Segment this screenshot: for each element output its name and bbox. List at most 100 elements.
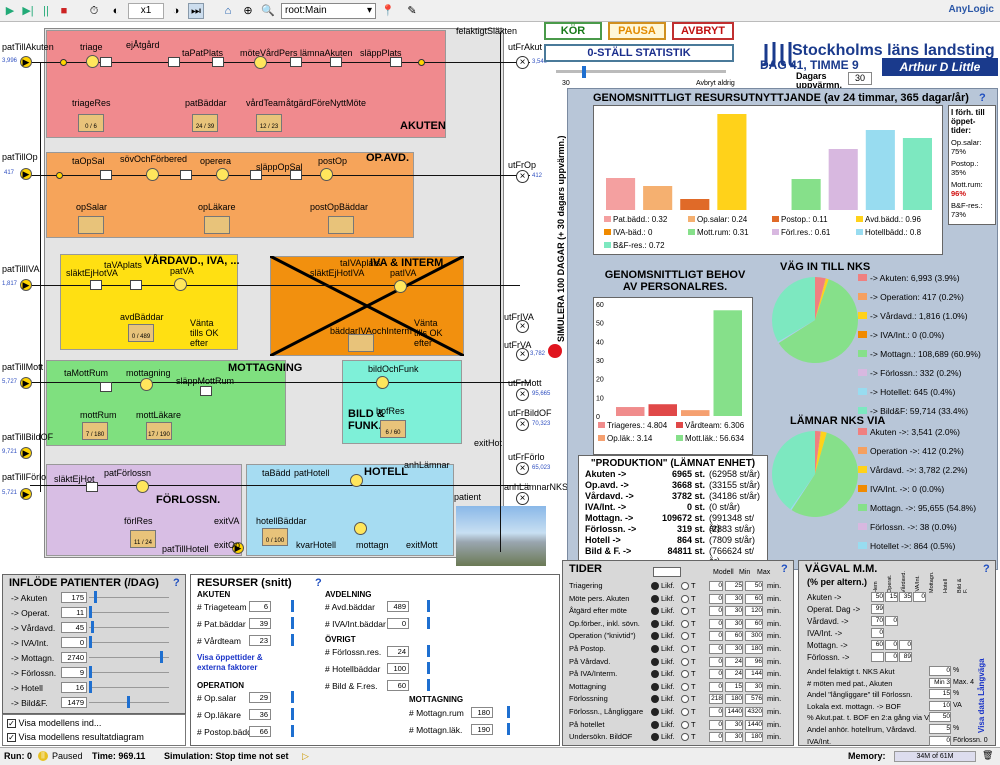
sink-va[interactable]: × <box>516 348 529 361</box>
tider-model[interactable]: 0 <box>709 669 723 680</box>
delay-clock-icon[interactable] <box>86 55 99 68</box>
radio-selected-icon[interactable] <box>651 582 659 590</box>
radio-icon[interactable] <box>681 708 689 716</box>
tider-min[interactable]: 15 <box>725 681 743 692</box>
delay-clock-icon[interactable] <box>320 168 333 181</box>
tider-model[interactable]: 0 <box>709 593 723 604</box>
tider-min[interactable]: 60 <box>725 631 743 642</box>
queue[interactable] <box>290 170 302 180</box>
inflode-slider-thumb[interactable] <box>89 666 92 678</box>
resurs-slider-thumb[interactable] <box>507 706 510 718</box>
help-icon[interactable]: ? <box>979 92 986 104</box>
queue[interactable] <box>212 57 224 67</box>
resource-pool[interactable]: 0 / 100 <box>262 528 288 546</box>
queue[interactable] <box>100 382 112 392</box>
inflode-field[interactable]: 2740 <box>61 652 87 663</box>
resource-pool[interactable] <box>78 216 104 234</box>
radio-icon[interactable] <box>681 733 689 742</box>
sink-mott[interactable]: × <box>516 388 529 401</box>
queue[interactable] <box>168 57 180 67</box>
vagval-field[interactable]: 70 <box>871 616 884 626</box>
vagval-extra-field[interactable]: 15 <box>929 689 951 700</box>
vagval-field[interactable]: 60 <box>871 640 884 650</box>
resource-pool[interactable]: 17 / 190 <box>146 422 172 440</box>
vagval-extra-field[interactable]: 0 <box>929 666 951 676</box>
source-iva[interactable]: ▶ <box>20 279 32 291</box>
radio-icon[interactable] <box>681 619 689 628</box>
edit-icon[interactable]: ✎ <box>407 5 417 17</box>
delay-clock-icon[interactable] <box>350 474 363 487</box>
tider-min[interactable]: 30 <box>725 618 743 629</box>
radio-icon[interactable] <box>681 670 689 679</box>
inflode-slider-thumb[interactable] <box>89 636 92 648</box>
virtual-time-icon[interactable]: ⏭ <box>188 3 204 19</box>
vagval-extra-field[interactable]: 10 <box>929 700 951 711</box>
radio-icon[interactable] <box>681 695 689 704</box>
vagval-field[interactable]: 15 <box>885 592 898 602</box>
pausa-button[interactable]: PAUSA <box>608 22 666 40</box>
vagval-field[interactable]: 0 <box>913 592 926 602</box>
resurs-slider-thumb[interactable] <box>291 708 294 720</box>
radio-selected-icon[interactable] <box>651 708 659 716</box>
inflode-slider-thumb[interactable] <box>94 591 97 603</box>
radio-selected-icon[interactable] <box>651 670 659 679</box>
tider-model[interactable]: 0 <box>709 631 723 642</box>
queue[interactable] <box>200 386 212 396</box>
resurs-field[interactable]: 180 <box>471 707 493 718</box>
radio-selected-icon[interactable] <box>651 720 659 729</box>
resurs-slider-thumb[interactable] <box>427 662 430 674</box>
tider-model[interactable]: 0 <box>709 656 723 667</box>
tider-model[interactable]: 0 <box>709 606 723 617</box>
tider-max[interactable]: 120 <box>745 606 763 617</box>
vagval-field[interactable]: 0 <box>871 628 884 638</box>
delay-clock-icon[interactable] <box>376 376 389 389</box>
resurs-slider-thumb[interactable] <box>291 691 294 703</box>
inflode-slider-thumb[interactable] <box>91 621 94 633</box>
resurs-slider-thumb[interactable] <box>291 600 294 612</box>
slower-icon[interactable]: ◐ <box>112 5 120 17</box>
warmup-slider-thumb[interactable] <box>582 66 586 78</box>
queue[interactable] <box>250 170 262 180</box>
next-icon[interactable]: ▷ <box>302 751 309 761</box>
vagval-field[interactable]: 89 <box>899 652 912 662</box>
tider-model[interactable]: 218 <box>709 694 723 705</box>
inflode-field[interactable]: 0 <box>61 637 87 648</box>
resource-pool[interactable]: 7 / 180 <box>82 422 108 440</box>
vagval-extra-field[interactable]: Min 3 <box>929 677 951 688</box>
hold-point[interactable] <box>60 59 67 66</box>
resurs-slider-thumb[interactable] <box>291 725 294 737</box>
queue[interactable] <box>100 57 112 67</box>
resurs-field[interactable]: 489 <box>387 601 409 612</box>
vagval-field[interactable]: 99 <box>871 604 884 614</box>
navigate-icon[interactable]: ⊕ <box>243 5 253 17</box>
resurs-slider-thumb[interactable] <box>427 617 430 629</box>
pause-icon[interactable]: || <box>43 5 49 17</box>
sink-bildof[interactable]: × <box>516 418 529 431</box>
tider-min[interactable]: 180 <box>725 694 743 705</box>
sink-forlo[interactable]: × <box>516 462 529 475</box>
tider-model[interactable]: 0 <box>709 581 723 591</box>
resource-pool[interactable]: 11 / 24 <box>130 530 156 548</box>
warmup-slider-track[interactable] <box>556 70 726 73</box>
resurs-slider-thumb[interactable] <box>427 645 430 657</box>
vagval-field[interactable]: 0 <box>885 616 898 626</box>
resurs-field[interactable]: 100 <box>387 663 409 674</box>
source-mott[interactable]: ▶ <box>20 377 32 389</box>
resurs-field[interactable]: 24 <box>387 646 409 657</box>
resurs-field[interactable]: 60 <box>387 680 409 691</box>
vagval-field[interactable]: 50 <box>871 592 884 602</box>
source-op[interactable]: ▶ <box>20 168 32 180</box>
source-hotell[interactable]: ▶ <box>232 542 244 554</box>
avbryt-button[interactable]: AVBRYT <box>672 22 734 40</box>
tider-max[interactable]: 180 <box>745 644 763 654</box>
radio-icon[interactable] <box>681 645 689 653</box>
locate-icon[interactable]: 📍 <box>381 5 395 17</box>
help-icon[interactable]: ? <box>781 563 788 575</box>
step-icon[interactable]: ▶| <box>22 5 34 17</box>
inflode-field[interactable]: 45 <box>61 622 87 633</box>
resurs-field[interactable]: 66 <box>249 726 271 737</box>
tider-min[interactable]: 30 <box>725 593 743 604</box>
langvaga-link[interactable]: Visa data Långväga <box>977 658 986 733</box>
check-row[interactable]: ✓ Visa modellens ind... <box>7 718 101 728</box>
tider-model[interactable]: 0 <box>709 732 723 743</box>
